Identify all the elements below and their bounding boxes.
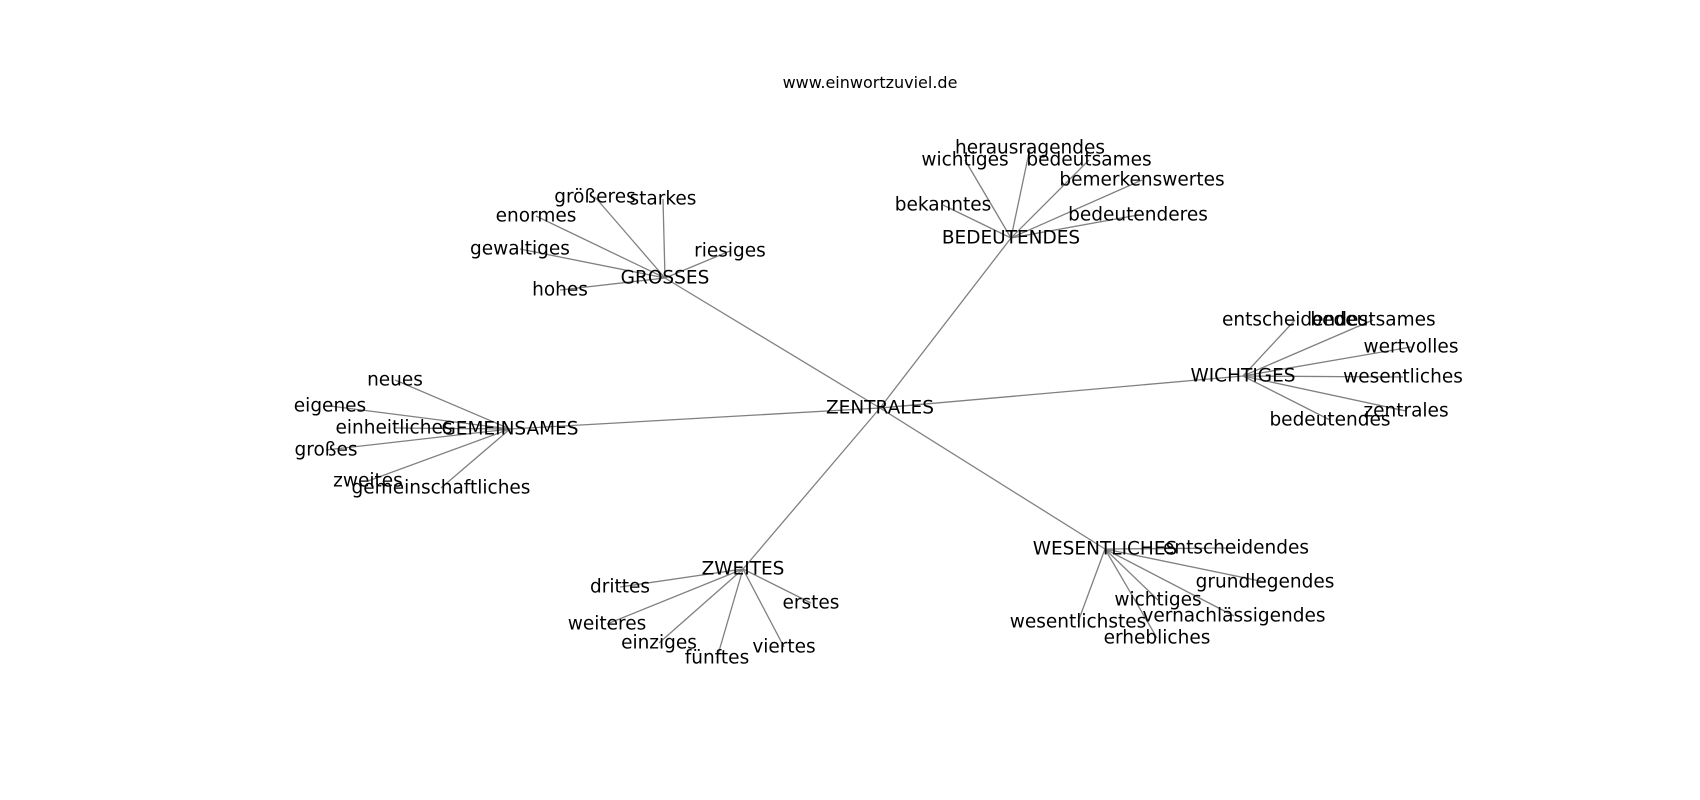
hub-edge	[879, 407, 1106, 550]
neighbor-edge	[662, 198, 666, 279]
neighbor-node-label: wichtiges	[1114, 590, 1201, 611]
neighbor-node-label: erhebliches	[1104, 628, 1211, 649]
hub-edge	[509, 407, 881, 430]
neighbor-node-label: wesentliches	[1343, 367, 1463, 388]
hub-edge	[879, 375, 1244, 409]
neighbor-edge	[1242, 375, 1331, 421]
neighbor-node-label: großes	[295, 440, 358, 461]
neighbor-edge	[1077, 548, 1106, 623]
neighbor-node-label: größeres	[554, 187, 636, 208]
neighbor-edge	[367, 428, 511, 482]
cluster-node-label: GEMEINSAMES	[441, 419, 578, 440]
neighbor-node-label: bedeutsames	[1310, 310, 1435, 331]
neighbor-edge	[742, 568, 785, 648]
neighbor-node-label: weiteres	[568, 614, 647, 635]
neighbor-edge	[535, 215, 666, 279]
neighbor-node-label: bedeutenderes	[1068, 205, 1208, 226]
neighbor-edge	[1010, 179, 1143, 239]
neighbor-edge	[964, 159, 1012, 239]
neighbor-node-label: zweites	[333, 471, 403, 492]
neighbor-edge	[1104, 548, 1158, 639]
neighbor-node-label: bedeutendes	[1269, 410, 1390, 431]
neighbor-node-label: einheitliches	[336, 418, 453, 439]
cluster-node-label: BEDEUTENDES	[942, 228, 1080, 249]
neighbor-node-label: enormes	[496, 206, 577, 227]
neighbor-edge	[394, 379, 511, 430]
neighbor-node-label: wichtiges	[921, 150, 1008, 171]
hub-edge	[742, 407, 881, 570]
neighbor-edge	[440, 428, 511, 489]
neighbor-edge	[1010, 159, 1090, 239]
neighbor-node-label: wesentlichstes	[1010, 612, 1147, 633]
cluster-node-label: WESENTLICHES	[1033, 539, 1178, 560]
neighbor-edge	[664, 250, 731, 279]
neighbor-node-label: gewaltiges	[470, 239, 570, 260]
neighbor-edge	[742, 568, 812, 604]
graph-edges	[325, 147, 1412, 659]
neighbor-node-label: riesiges	[694, 241, 766, 262]
neighbor-node-label: erstes	[783, 593, 840, 614]
neighbor-edge	[559, 277, 666, 291]
neighbor-node-label: neues	[367, 370, 423, 391]
neighbor-edge	[658, 568, 744, 644]
neighbor-edge	[942, 204, 1012, 239]
neighbor-edge	[1104, 548, 1235, 617]
neighbor-edge	[1010, 214, 1139, 239]
cluster-node-label: WICHTIGES	[1190, 366, 1295, 387]
neighbor-edge	[1104, 548, 1159, 601]
neighbor-node-label: entscheidendes	[1163, 538, 1309, 559]
neighbor-node-label: grundlegendes	[1196, 572, 1335, 593]
neighbor-edge	[606, 568, 744, 625]
neighbor-node-label: vernachlässigendes	[1142, 606, 1325, 627]
neighbor-node-label: bekanntes	[895, 195, 992, 216]
hub-edge	[664, 277, 881, 409]
center-node-label: ZENTRALES	[826, 398, 934, 419]
neighbor-edge	[1242, 319, 1296, 377]
neighbor-edge	[1010, 147, 1031, 239]
neighbor-edge	[1104, 548, 1266, 583]
neighbor-edge	[1242, 346, 1412, 377]
neighbor-node-label: eigenes	[294, 396, 366, 417]
neighbor-node-label: drittes	[590, 577, 650, 598]
neighbor-node-label: hohes	[532, 280, 588, 301]
cluster-node-label: GROSSES	[621, 268, 710, 289]
neighbor-node-label: wertvolles	[1364, 337, 1459, 358]
neighbor-edge	[1242, 375, 1404, 378]
neighbor-edge	[716, 568, 744, 659]
neighbor-node-label: fünftes	[685, 648, 749, 669]
cluster-node-label: ZWEITES	[702, 559, 785, 580]
neighbor-edge	[1104, 547, 1237, 550]
neighbor-edge	[325, 428, 511, 451]
site-label: www.einwortzuviel.de	[783, 73, 958, 92]
hub-edge	[879, 237, 1012, 409]
neighbor-node-label: gemeinschaftliches	[352, 478, 531, 499]
neighbor-node-label: starkes	[630, 189, 697, 210]
neighbor-edge	[1242, 319, 1374, 377]
neighbor-node-label: entscheidendes	[1222, 310, 1368, 331]
neighbor-edge	[619, 568, 744, 588]
neighbor-node-label: einziges	[621, 633, 697, 654]
neighbor-edge	[393, 427, 511, 430]
neighbor-node-label: bemerkenswertes	[1059, 170, 1224, 191]
neighbor-edge	[1242, 375, 1407, 412]
neighbor-edge	[519, 248, 666, 279]
neighbor-edge	[594, 196, 666, 279]
neighbor-node-label: herausragendes	[955, 138, 1105, 159]
neighbor-edge	[329, 405, 511, 430]
neighbor-node-label: bedeutsames	[1026, 150, 1151, 171]
neighbor-node-label: viertes	[752, 637, 815, 658]
neighbor-node-label: zentrales	[1363, 401, 1448, 422]
